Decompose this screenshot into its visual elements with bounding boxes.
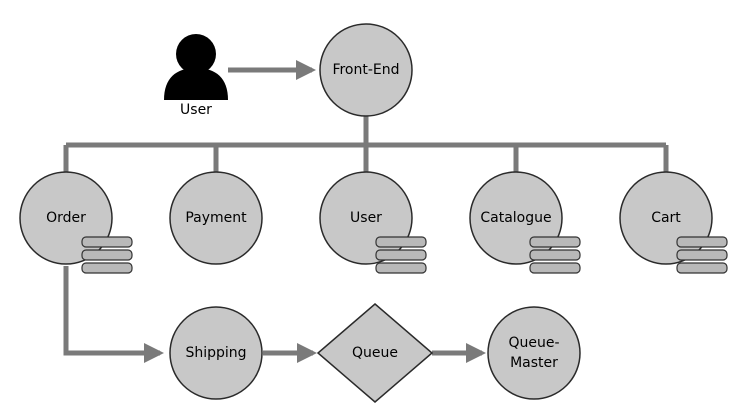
payment-circle <box>169 171 263 265</box>
order-label: Order <box>46 210 86 226</box>
order-db-icon <box>81 236 133 274</box>
catalogue-label: Catalogue <box>480 210 551 226</box>
queue-master-circle <box>487 306 581 400</box>
shipping-circle <box>169 306 263 400</box>
shipping-label: Shipping <box>185 345 246 361</box>
catalogue-db-icon <box>529 236 581 274</box>
actor-user[interactable]: User <box>164 34 228 118</box>
user-service-label: User <box>350 210 382 226</box>
user-db-icon <box>375 236 427 274</box>
queue-diamond <box>316 303 434 403</box>
node-payment[interactable]: Payment <box>169 171 263 265</box>
cart-db-icon <box>676 236 728 274</box>
edges <box>63 60 669 363</box>
edge-order-to-shipping <box>63 266 164 363</box>
user-silhouette-icon <box>164 34 228 100</box>
frontend-circle <box>319 23 413 117</box>
node-frontend[interactable]: Front-End <box>319 23 413 117</box>
actor-user-label: User <box>180 102 212 118</box>
queue-label: Queue <box>352 345 398 361</box>
cart-label: Cart <box>651 210 681 226</box>
frontend-label: Front-End <box>332 62 399 78</box>
node-queue-master[interactable]: Queue- Master <box>487 306 581 400</box>
node-queue[interactable]: Queue <box>316 303 434 403</box>
queue-master-label-line1: Queue- <box>508 335 559 351</box>
queue-master-label-line2: Master <box>510 355 558 371</box>
payment-label: Payment <box>185 210 247 226</box>
node-shipping[interactable]: Shipping <box>169 306 263 400</box>
